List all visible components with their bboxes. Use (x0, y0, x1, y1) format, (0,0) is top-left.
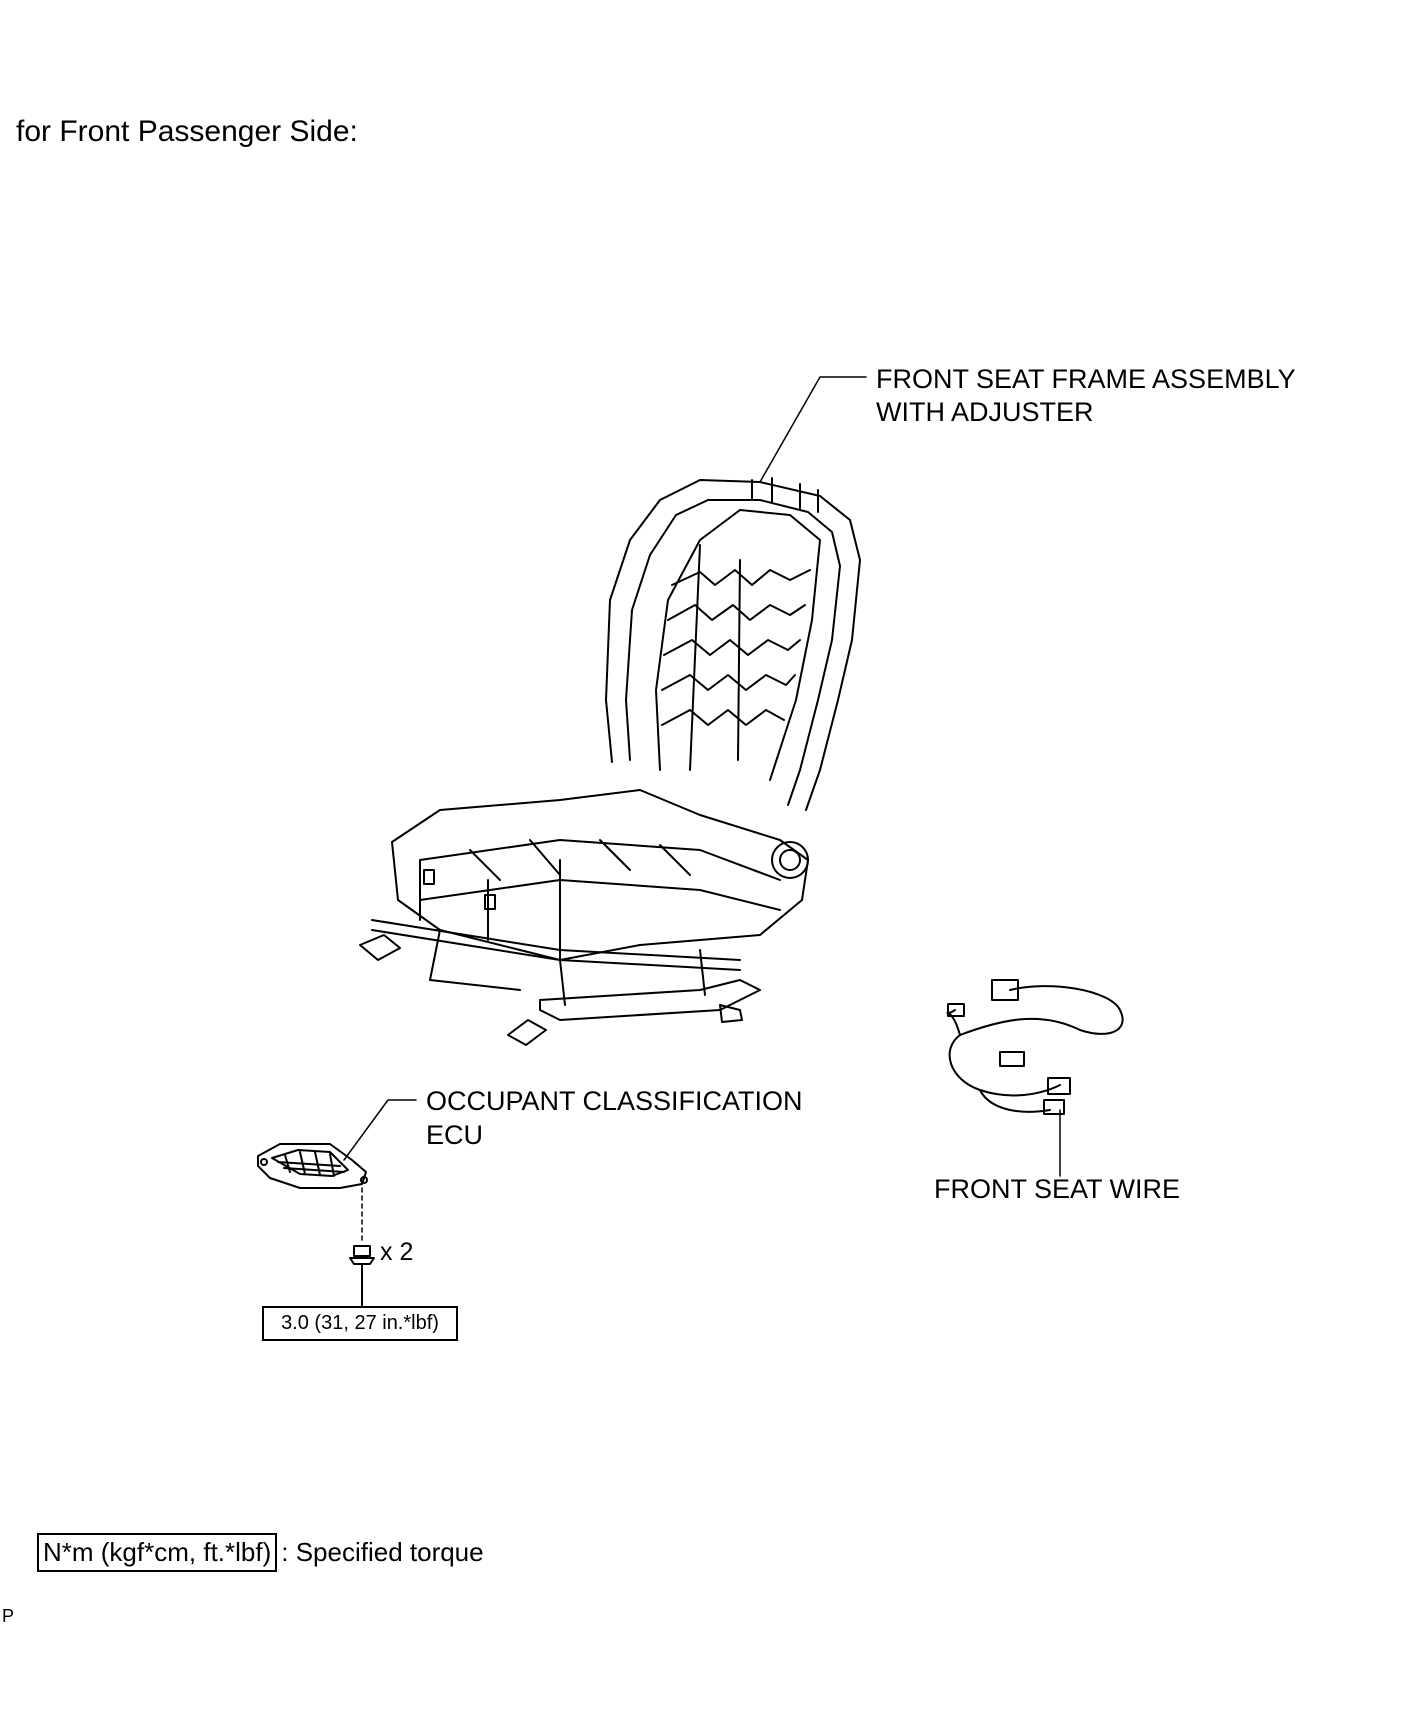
page-heading: for Front Passenger Side: (16, 115, 358, 148)
torque-value-box: 3.0 (31, 27 in.*lbf) (262, 1306, 458, 1341)
ecu-label-line2: ECU (426, 1120, 484, 1150)
wire-harness-icon (946, 979, 1124, 1177)
legend-unit-box: N*m (kgf*cm, ft.*lbf) (37, 1533, 278, 1573)
figure-code: P (2, 1606, 15, 1626)
seat-wire-label: FRONT SEAT WIRE (934, 1174, 1181, 1204)
seat-frame-label-line1: FRONT SEAT FRAME ASSEMBLY (876, 364, 1296, 394)
bolt-icon (349, 1245, 375, 1307)
torque-legend: N*m (kgf*cm, ft.*lbf) : Specified torque (37, 1533, 484, 1573)
bolt-quantity: x 2 (380, 1238, 414, 1266)
seat-frame-icon (359, 376, 867, 1046)
ecu-icon (257, 1099, 417, 1241)
ecu-label-line1: OCCUPANT CLASSIFICATION (426, 1086, 803, 1116)
legend-description: : Specified torque (281, 1537, 484, 1568)
seat-frame-label-line2: WITH ADJUSTER (876, 397, 1094, 427)
